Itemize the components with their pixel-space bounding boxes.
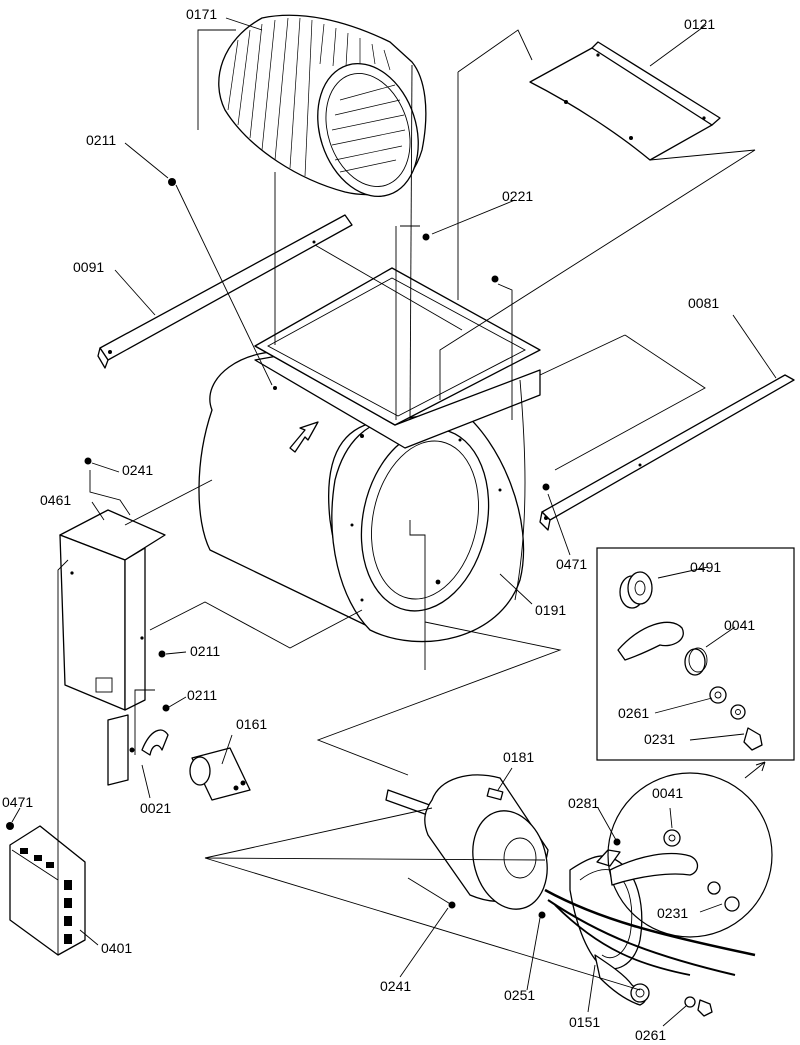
label-0401: 0401 [101, 940, 132, 956]
label-0281: 0281 [568, 795, 599, 811]
screws [6, 178, 713, 1017]
top-panel-0121 [529, 41, 721, 161]
control-bracket-0461 [59, 509, 166, 786]
label-0251: 0251 [504, 987, 535, 1003]
blower-wheel-0171 [218, 14, 427, 198]
control-board-0401 [9, 825, 86, 956]
circular-detail [607, 761, 773, 938]
label-0231-inset: 0231 [644, 731, 675, 747]
label-0151: 0151 [569, 1014, 600, 1030]
label-0231-detail: 0231 [657, 905, 688, 921]
blower-motor-0181 [385, 774, 549, 910]
label-0261-inset: 0261 [618, 705, 649, 721]
label-0041-detail: 0041 [652, 785, 683, 801]
label-0171: 0171 [186, 6, 217, 22]
label-0471-right: 0471 [556, 556, 587, 572]
motor-wires [544, 888, 756, 976]
label-0211-low: 0211 [187, 687, 217, 703]
label-0081: 0081 [688, 295, 719, 311]
capacitor-strap-0021 [129, 729, 169, 756]
label-0491: 0491 [690, 559, 721, 575]
label-0471-left: 0471 [2, 794, 33, 810]
rail-0091 [97, 214, 353, 369]
label-0041-inset: 0041 [724, 617, 755, 633]
leader-lines [11, 17, 777, 1027]
part-labels: 0171 0121 0211 0221 0091 0081 0241 0461 … [2, 6, 755, 1043]
rail-0081 [539, 374, 795, 531]
blower-housing-0191 [198, 267, 541, 643]
label-0211-top: 0211 [86, 132, 116, 148]
capacitor-0161 [189, 747, 251, 801]
label-0091: 0091 [73, 259, 104, 275]
label-0241-bottom: 0241 [380, 978, 411, 994]
label-0221: 0221 [502, 188, 533, 204]
label-0241-left: 0241 [122, 462, 153, 478]
label-0161: 0161 [236, 716, 267, 732]
label-0021: 0021 [140, 800, 171, 816]
label-0461: 0461 [40, 492, 71, 508]
label-0121: 0121 [684, 16, 715, 32]
label-0211-mid: 0211 [190, 643, 220, 659]
label-0191: 0191 [535, 602, 566, 618]
inset-detail-box [596, 547, 795, 761]
label-0181: 0181 [503, 749, 534, 765]
label-0261-bottom: 0261 [635, 1027, 666, 1043]
